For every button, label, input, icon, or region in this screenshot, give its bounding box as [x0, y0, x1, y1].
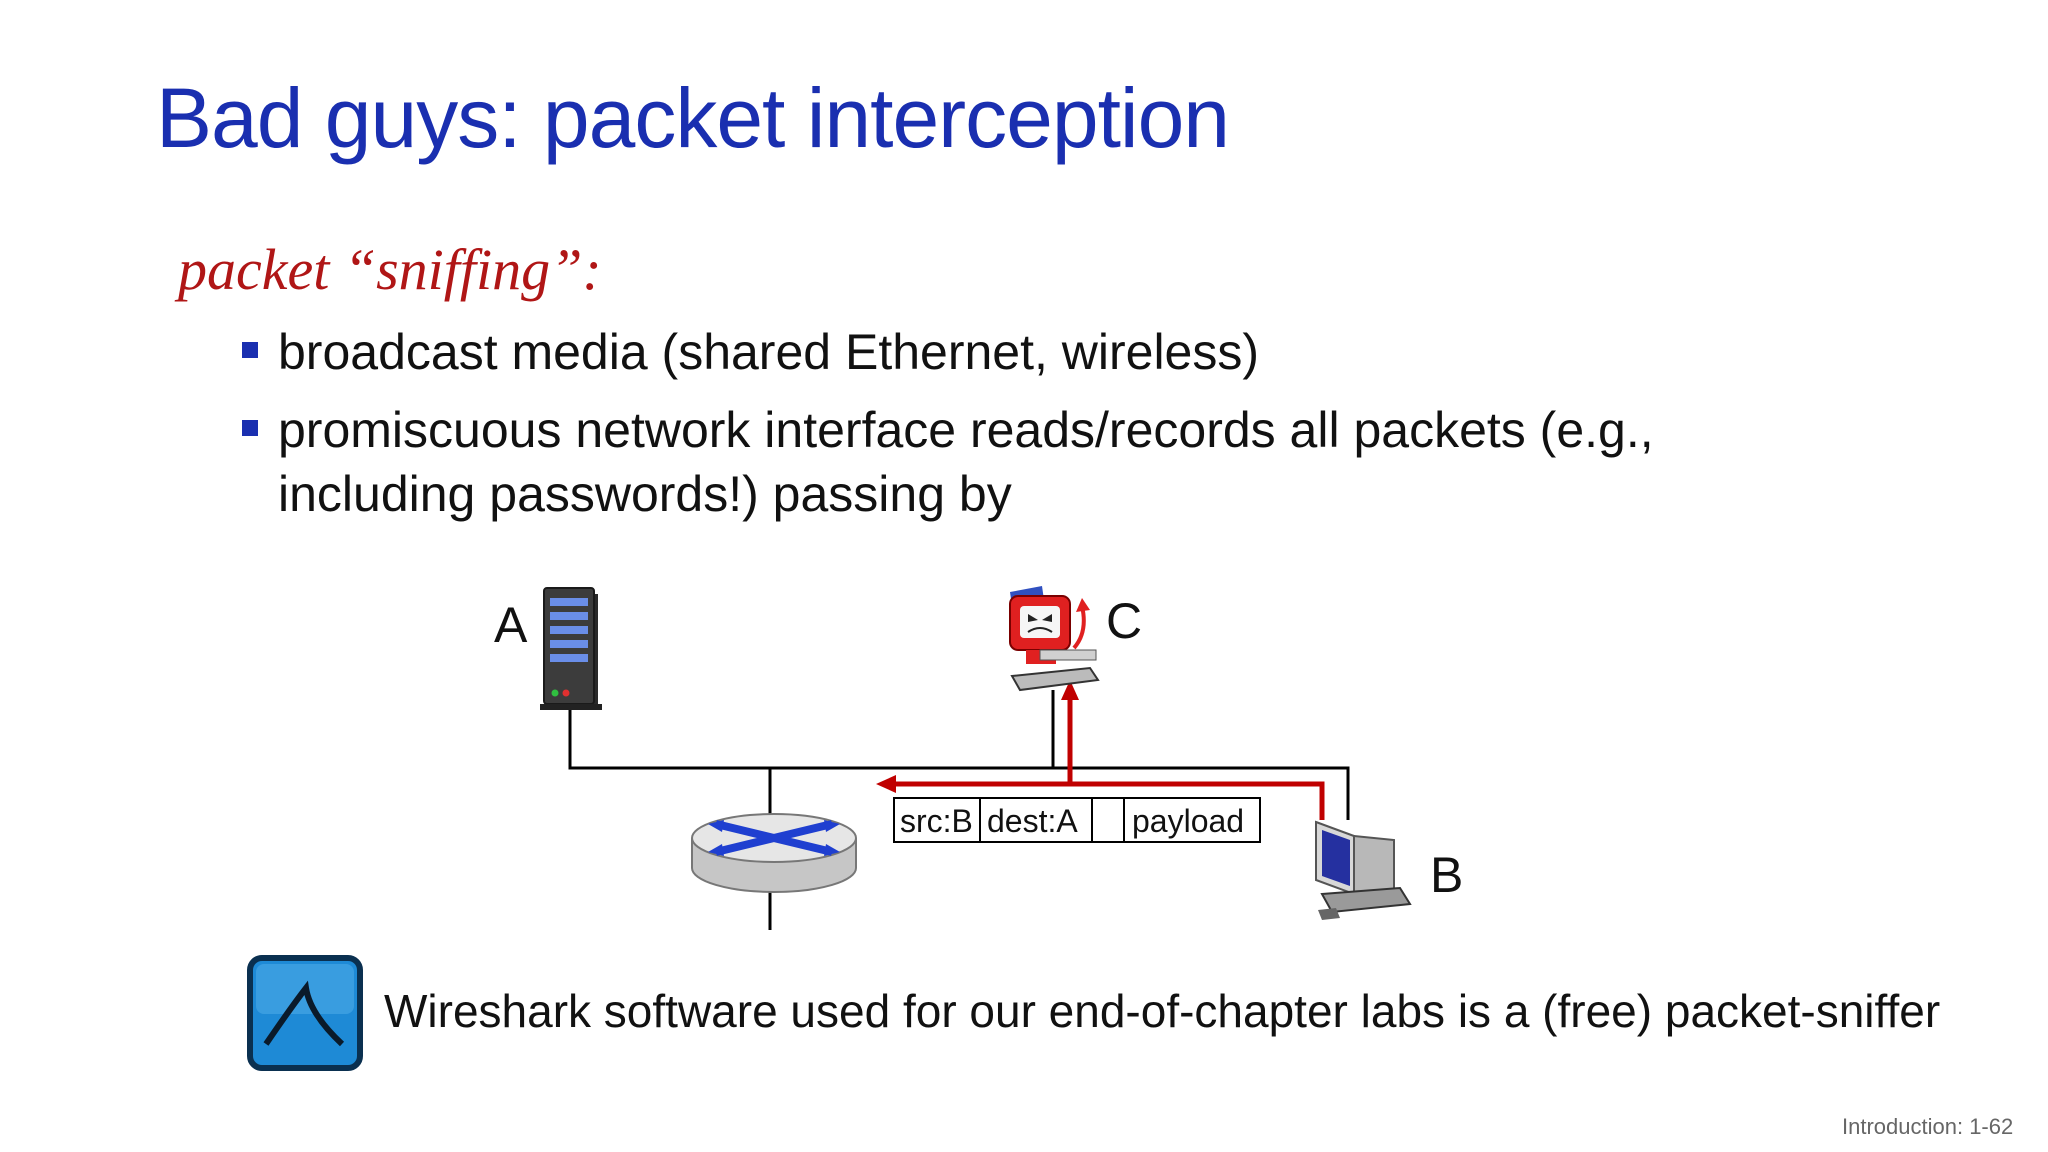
slide-title: Bad guys: packet interception — [156, 71, 1230, 165]
bullet-text: promiscuous network interface reads/reco… — [278, 402, 1654, 522]
packet-field: payload — [1132, 803, 1244, 839]
packet-field: dest:A — [987, 803, 1078, 839]
bullet-list: broadcast media (shared Ethernet, wirele… — [240, 320, 1840, 540]
packet: src:B dest:A payload — [893, 797, 1261, 843]
packet-field: src:B — [900, 803, 973, 839]
wireshark-icon — [247, 955, 363, 1071]
arrowhead-left — [876, 775, 896, 793]
arrowhead-up — [1061, 680, 1079, 700]
laptop-icon — [1315, 820, 1412, 920]
bullet-text: broadcast media (shared Ethernet, wirele… — [278, 324, 1260, 380]
attacker-computer-icon — [1009, 586, 1100, 692]
network-links — [568, 690, 1350, 930]
host-label-a: A — [494, 597, 528, 653]
router-icon — [691, 813, 857, 893]
bullet-marker — [242, 342, 258, 358]
slide-footer: Introduction: 1-62 — [1842, 1114, 2014, 1139]
packet-path-to-a — [882, 781, 1325, 820]
server-icon — [540, 587, 602, 710]
bullet-item: broadcast media (shared Ethernet, wirele… — [240, 320, 1840, 384]
bullet-marker — [242, 420, 258, 436]
shared-ethernet-link — [568, 700, 1350, 820]
host-label-b: B — [1430, 847, 1463, 903]
host-label-c: C — [1106, 593, 1142, 649]
wireshark-caption: Wireshark software used for our end-of-c… — [384, 985, 1941, 1037]
subheading: packet “sniffing”: — [178, 237, 602, 302]
bullet-item: promiscuous network interface reads/reco… — [240, 398, 1840, 526]
packet-path — [882, 692, 1325, 820]
